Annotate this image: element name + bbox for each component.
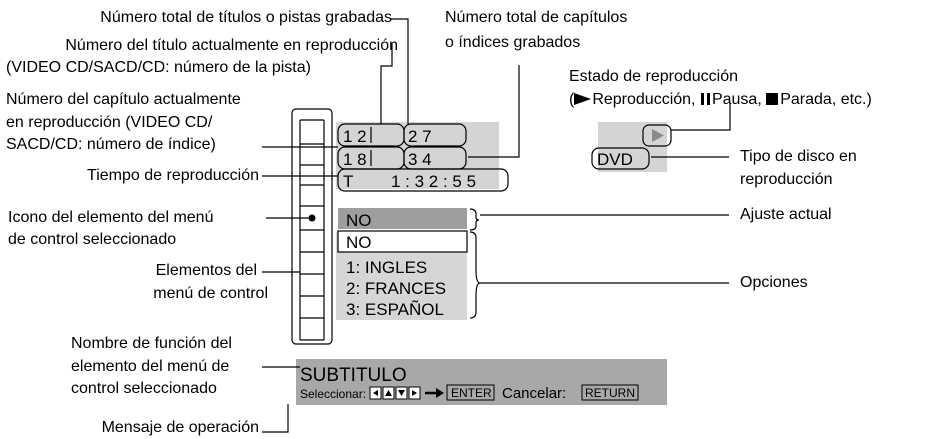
play-legend-icon xyxy=(574,93,592,105)
current-chapter-value: 1 8 xyxy=(343,150,367,169)
label-function-name-2: elemento del menú de xyxy=(71,358,230,375)
disc-type-box xyxy=(591,147,650,170)
label-icon-selected-1: Icono del elemento del menú xyxy=(8,209,214,226)
return-key xyxy=(581,384,639,401)
label-menu-items-2: menú de control xyxy=(153,285,268,302)
stop-legend-label: Parada, etc.) xyxy=(780,91,872,108)
total-titles-value: 2 7 xyxy=(408,127,432,146)
then-arrow-icon xyxy=(425,388,444,398)
pause-legend-label: Pausa, xyxy=(711,91,767,108)
return-label: RETURN xyxy=(585,386,635,400)
total-chapters-value: 3 4 xyxy=(408,150,432,169)
label-disc-type-2: reproducción xyxy=(740,171,833,188)
label-total-chapters-1: Número total de capítulos xyxy=(445,9,628,26)
label-current-chapter-3: SACD/CD: número de índice) xyxy=(6,136,216,153)
play-legend-label: Reproducción, xyxy=(592,91,700,108)
left-arrow-icon xyxy=(373,390,378,396)
option-item: NO xyxy=(346,233,372,252)
playing-time-box xyxy=(337,168,509,192)
option-item: 1: INGLES xyxy=(346,258,427,277)
total-titles-box xyxy=(403,123,467,147)
control-menu-column xyxy=(291,108,333,345)
label-total-chapters-2: o índices grabados xyxy=(445,34,581,51)
label-disc-type-1: Tipo de disco en xyxy=(740,148,857,165)
osd-bottom-bar xyxy=(296,359,667,405)
leader-lines xyxy=(262,18,731,433)
label-playing-time: Tiempo de reproducción xyxy=(87,167,259,184)
option-highlight xyxy=(337,230,468,253)
label-current-chapter-2: en reproducción (VIDEO CD/ xyxy=(6,114,213,131)
label-playback-status-1: Estado de reproducción xyxy=(569,68,738,85)
label-function-name-1: Nombre de función del xyxy=(71,335,232,352)
right-arrow-icon xyxy=(412,390,417,396)
play-icon xyxy=(652,129,664,142)
osd-status-panel xyxy=(598,122,667,172)
option-item: 2: FRANCES xyxy=(346,279,446,298)
time-prefix: T xyxy=(343,172,353,191)
current-title-value: 1 2 xyxy=(343,127,367,146)
pause-legend-icon xyxy=(700,93,710,105)
option-item: 3: ESPAÑOL xyxy=(346,300,444,319)
label-operation-message: Mensaje de operación xyxy=(101,419,259,436)
cancel-label: Cancelar: xyxy=(502,385,566,402)
label-menu-items-1: Elementos del xyxy=(155,262,257,279)
playing-time-value: 1 : 3 2 : 5 5 xyxy=(391,172,476,191)
stop-legend-icon xyxy=(766,93,779,105)
label-options: Opciones xyxy=(740,274,808,291)
function-name: SUBTITULO xyxy=(300,365,407,386)
label-current-title-1: Número del título actualmente en reprodu… xyxy=(65,37,398,54)
enter-label: ENTER xyxy=(451,386,492,400)
label-playback-status-2: ( Reproducción, Pausa, Parada, etc.) xyxy=(569,89,872,111)
label-icon-selected-2: de control seleccionado xyxy=(8,231,177,248)
status-icon-box xyxy=(642,124,672,147)
disc-type-value: DVD xyxy=(597,150,633,169)
label-current-title-2: (VIDEO CD/SACD/CD: número de la pista) xyxy=(6,59,311,76)
down-arrow-icon xyxy=(398,390,405,396)
current-setting-value: NO xyxy=(346,211,372,230)
label-function-name-3: control seleccionado xyxy=(71,380,217,397)
current-setting-bar xyxy=(338,208,467,229)
select-label: Seleccionar: xyxy=(300,387,366,401)
label-current-setting: Ajuste actual xyxy=(740,206,832,223)
label-total-titles: Número total de títulos o pistas grabada… xyxy=(100,9,392,26)
up-arrow-icon xyxy=(385,390,392,396)
paren-open: ( xyxy=(569,91,575,108)
osd-info-panel xyxy=(336,122,499,189)
enter-key xyxy=(446,384,495,401)
label-current-chapter-1: Número del capítulo actualmente xyxy=(6,91,241,108)
